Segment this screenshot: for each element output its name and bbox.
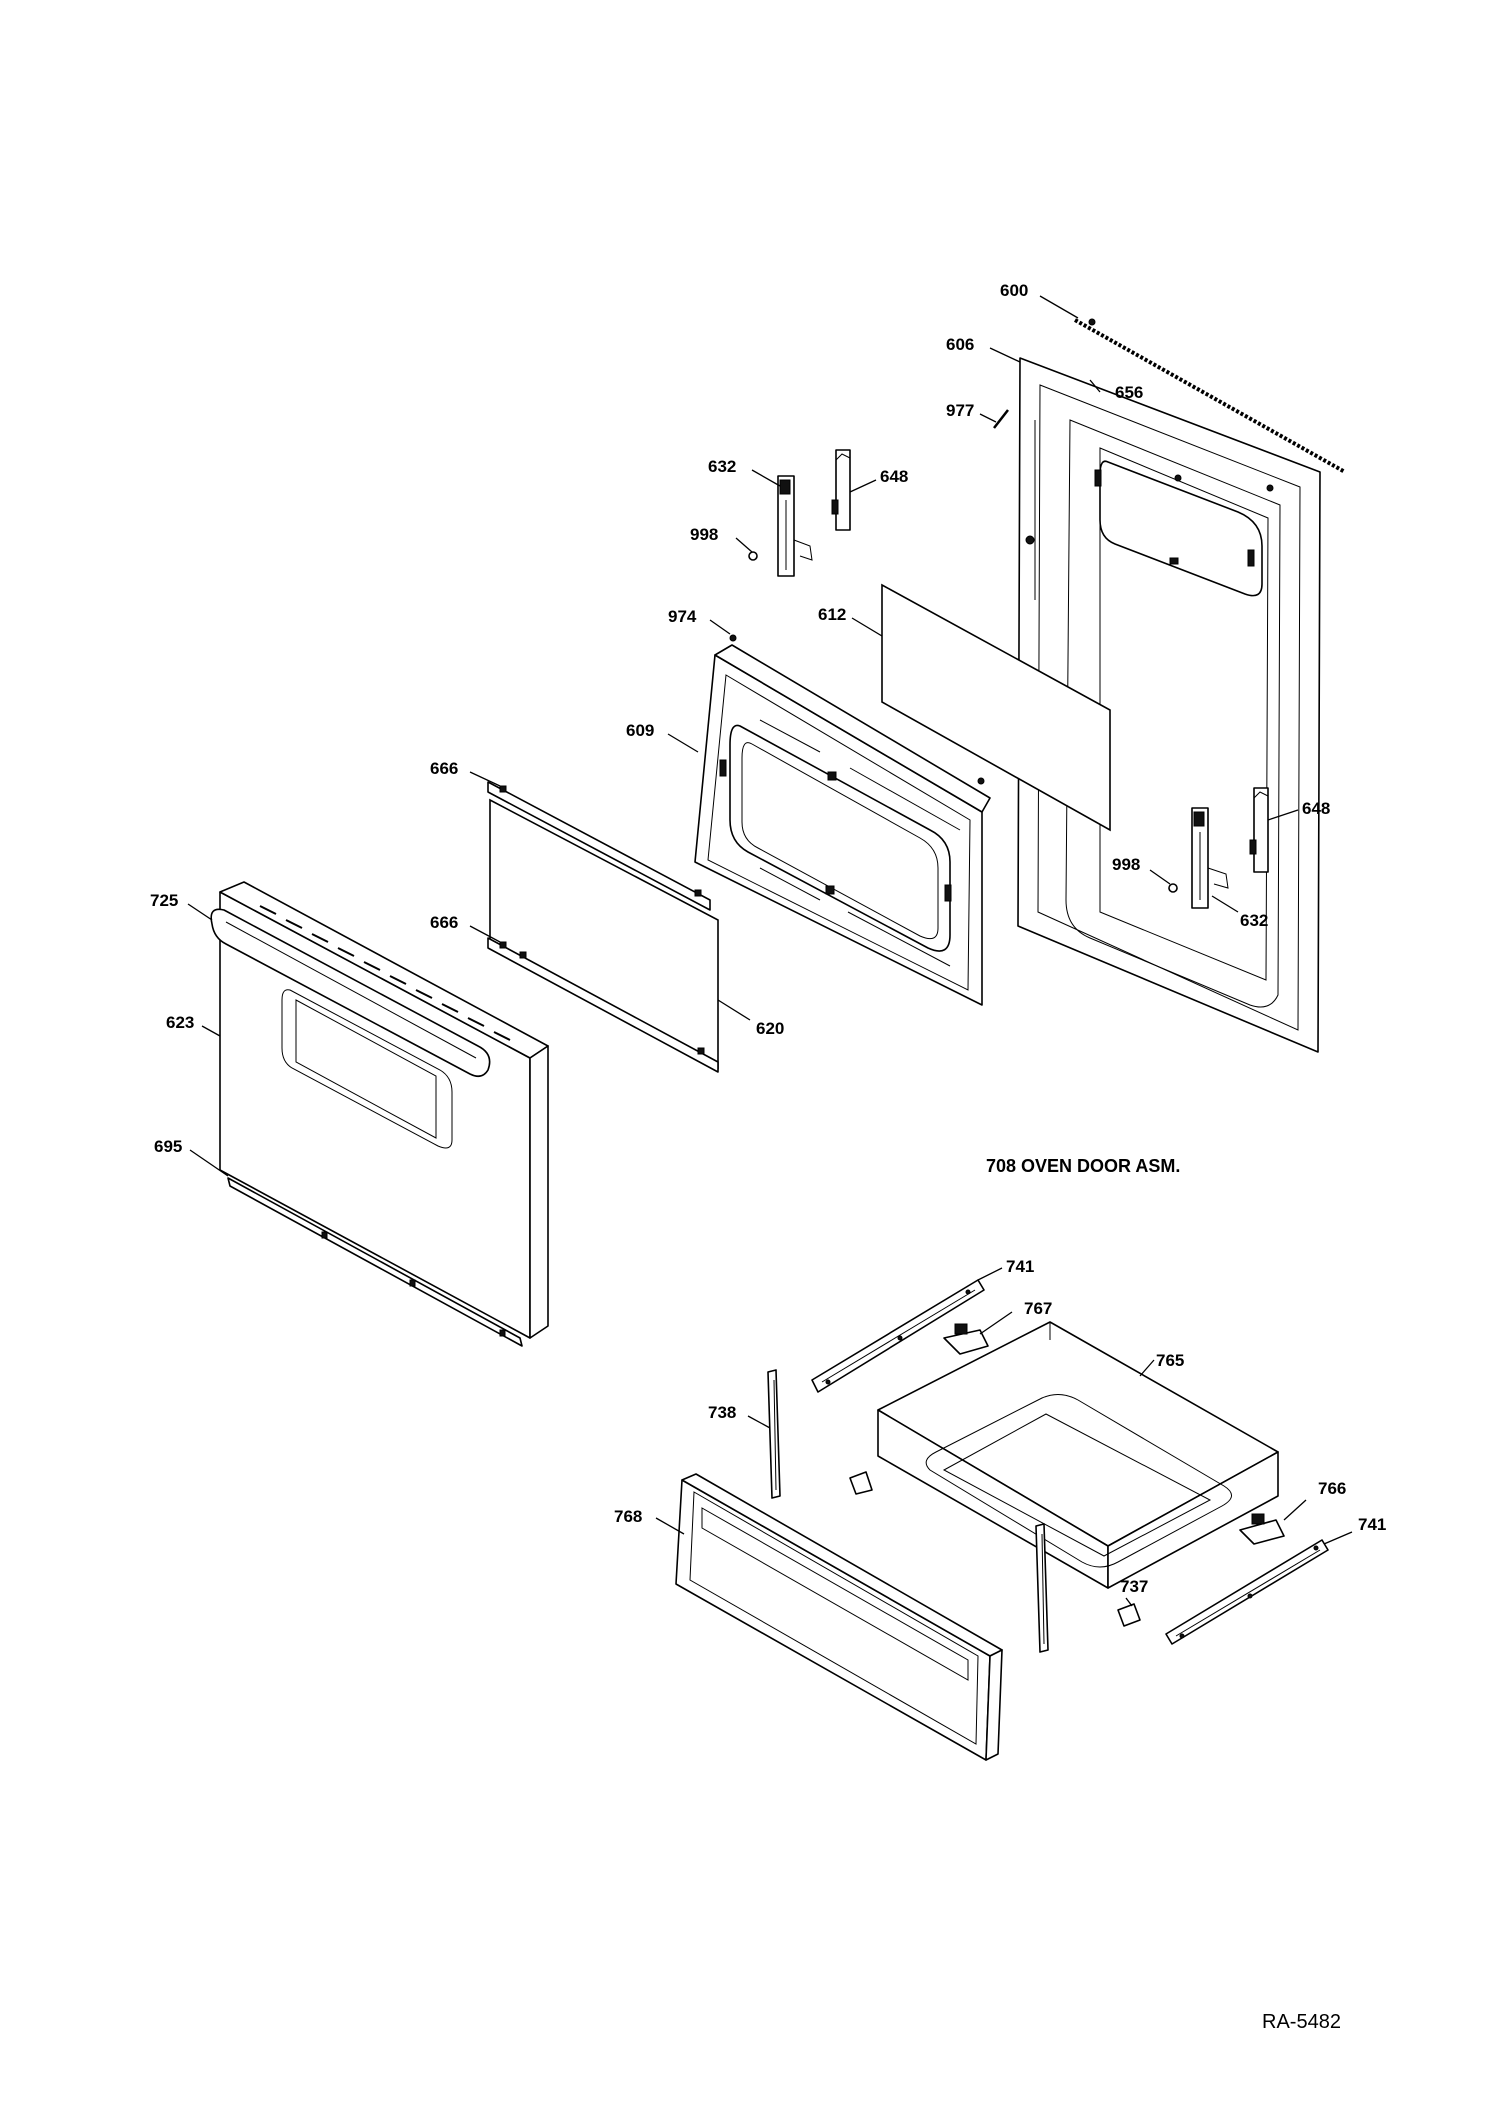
callout-998-upper: 998: [690, 525, 718, 544]
glass-pack-620: [489, 798, 719, 1070]
drawer-body-765: [877, 1321, 1279, 1589]
callout-623: 623: [166, 1013, 194, 1032]
callout-632-lower: 632: [1240, 911, 1268, 930]
hinge-receiver-648-upper: [831, 449, 851, 531]
callout-632-upper: 632: [708, 457, 736, 476]
callout-765: 765: [1156, 1351, 1184, 1370]
callout-612: 612: [818, 605, 846, 624]
door-inner-panel-606: [1017, 318, 1321, 1053]
callout-766: 766: [1318, 1479, 1346, 1498]
drawer-slide-741-lower: [1165, 1539, 1329, 1645]
drawer-glide-left: [849, 1471, 873, 1495]
callout-738: 738: [708, 1403, 736, 1422]
drawer-glide-766: [1239, 1513, 1285, 1545]
callout-620: 620: [756, 1019, 784, 1038]
assembly-label: 708 OVEN DOOR ASM.: [986, 1156, 1180, 1176]
door-frame-609: [694, 644, 991, 1006]
callout-666-lower: 666: [430, 913, 458, 932]
glass-612: [881, 583, 1111, 832]
callout-606: 606: [946, 335, 974, 354]
door-gasket-600: [1074, 318, 1346, 474]
callout-648-upper: 648: [880, 467, 908, 486]
hinge-receiver-648-lower: [1249, 787, 1269, 873]
screw-974: [729, 634, 985, 785]
callout-648-lower: 648: [1302, 799, 1330, 818]
callout-695: 695: [154, 1137, 182, 1156]
callout-998-lower: 998: [1112, 855, 1140, 874]
door-trim-695: [227, 1177, 523, 1347]
drawer-rail-738: [767, 1369, 1049, 1653]
callout-666-upper: 666: [430, 759, 458, 778]
door-handle-725: [210, 908, 491, 1078]
drawer-stop-737: [1117, 1603, 1141, 1627]
callout-725: 725: [150, 891, 178, 910]
callout-741-lower: 741: [1358, 1515, 1386, 1534]
glass-bracket-666-lower: [487, 937, 719, 1073]
screw-998-lower: [1168, 883, 1178, 893]
screw-977: [993, 409, 1009, 429]
drawer-slide-741-upper: [811, 1279, 985, 1393]
callout-737: 737: [1120, 1577, 1148, 1596]
callout-768: 768: [614, 1507, 642, 1526]
callout-741-upper: 741: [1006, 1257, 1034, 1276]
reference-code: RA-5482: [1262, 2011, 1341, 2033]
drawer-glide-767: [943, 1323, 989, 1355]
callout-656: 656: [1115, 383, 1143, 402]
hinge-632-upper: [777, 475, 813, 577]
callout-609: 609: [626, 721, 654, 740]
outer-door-623: [219, 881, 549, 1339]
drawer-front-768: [675, 1473, 1003, 1761]
callout-767: 767: [1024, 1299, 1052, 1318]
callout-977: 977: [946, 401, 974, 420]
leader-lines: [187, 295, 1353, 1607]
hinge-632-lower: [1191, 807, 1229, 909]
screw-998-upper: [748, 551, 758, 561]
callout-974: 974: [668, 607, 697, 626]
glass-bracket-666-upper: [487, 781, 711, 911]
callout-600: 600: [1000, 281, 1028, 300]
